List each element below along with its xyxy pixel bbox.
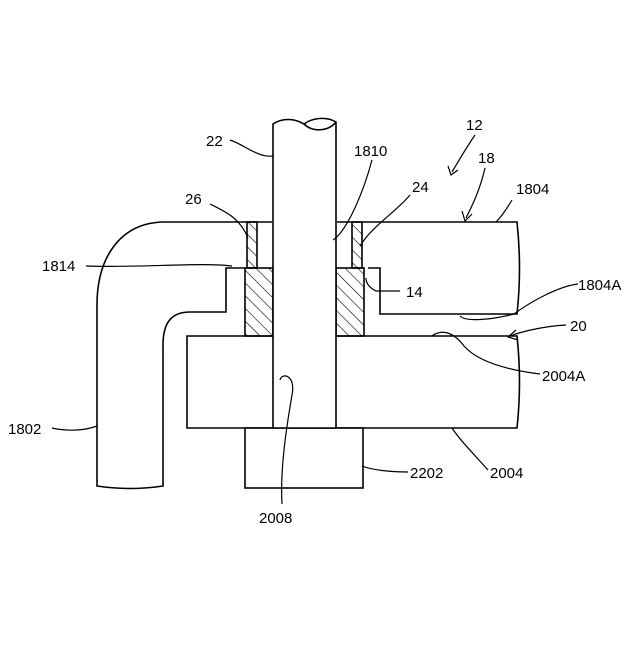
label-2004: 2004 bbox=[490, 465, 523, 482]
arrow-12 bbox=[452, 135, 475, 172]
leader-14 bbox=[366, 278, 400, 291]
leader-2004 bbox=[452, 428, 488, 470]
arrow-18 bbox=[466, 168, 485, 218]
label-22: 22 bbox=[206, 133, 223, 150]
bolt-shaft-22 bbox=[273, 118, 336, 428]
seal-14-left bbox=[245, 268, 273, 336]
seal-26 bbox=[247, 222, 257, 268]
leader-1802 bbox=[52, 426, 97, 430]
label-1814: 1814 bbox=[42, 258, 75, 275]
leader-1814 bbox=[86, 265, 232, 267]
leader-22 bbox=[230, 140, 273, 156]
label-20: 20 bbox=[570, 318, 587, 335]
seal-14-right bbox=[336, 268, 364, 336]
label-1804A: 1804A bbox=[578, 277, 621, 294]
label-26: 26 bbox=[185, 191, 202, 208]
label-24: 24 bbox=[412, 179, 429, 196]
label-14: 14 bbox=[406, 284, 423, 301]
leader-1804 bbox=[496, 200, 512, 222]
label-1804: 1804 bbox=[516, 181, 549, 198]
label-1810: 1810 bbox=[354, 143, 387, 160]
leader-2202 bbox=[362, 466, 408, 472]
label-2202: 2202 bbox=[410, 465, 443, 482]
lower-plate-2004 bbox=[187, 336, 520, 428]
leader-26 bbox=[210, 204, 248, 238]
arrow-20 bbox=[510, 325, 566, 336]
label-12: 12 bbox=[466, 117, 483, 134]
label-18: 18 bbox=[478, 150, 495, 167]
label-2004A: 2004A bbox=[542, 368, 585, 385]
label-2008: 2008 bbox=[259, 510, 292, 527]
leader-24 bbox=[360, 195, 410, 246]
nut-2202 bbox=[245, 428, 363, 488]
label-1802: 1802 bbox=[8, 421, 41, 438]
